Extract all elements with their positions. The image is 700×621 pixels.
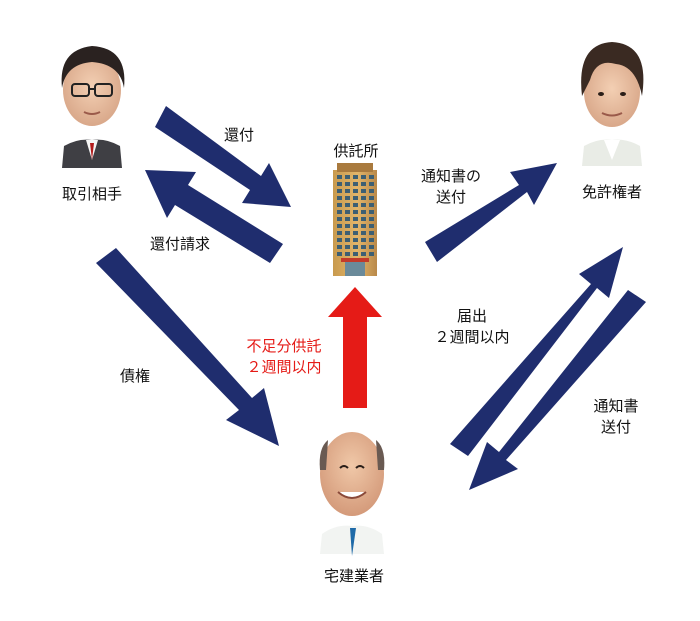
- building-window: [337, 252, 342, 256]
- arrow-notice-to-broker: [469, 290, 646, 490]
- edge-label-notice: 通知書 送付: [580, 396, 652, 438]
- building-window: [369, 245, 374, 249]
- edge-label-notice-send: 通知書の 送付: [408, 166, 494, 208]
- edge-label-report-line2: ２週間以内: [434, 328, 510, 346]
- building-window: [345, 182, 350, 186]
- building-window: [337, 210, 342, 214]
- edge-label-shortfall-line2: ２週間以内: [246, 358, 322, 376]
- building-window: [369, 182, 374, 186]
- building-window: [369, 238, 374, 242]
- building-window: [353, 252, 358, 256]
- building-window: [369, 252, 374, 256]
- building-window: [353, 196, 358, 200]
- building-window: [361, 245, 366, 249]
- building-window: [369, 196, 374, 200]
- arrow-notice-to-licensor: [425, 163, 557, 262]
- building-window: [345, 238, 350, 242]
- building-window: [345, 231, 350, 235]
- building-window: [337, 217, 342, 221]
- arrow-shortfall-deposit: [328, 287, 382, 408]
- building-window: [369, 224, 374, 228]
- building-window: [345, 210, 350, 214]
- building-window: [337, 182, 342, 186]
- building-window: [337, 196, 342, 200]
- building-window: [361, 231, 366, 235]
- building-window: [361, 210, 366, 214]
- building-window: [369, 210, 374, 214]
- edge-label-refund-request: 還付請求: [150, 235, 211, 253]
- licensor-avatar: [581, 42, 644, 166]
- building-window: [353, 182, 358, 186]
- building-window: [353, 210, 358, 214]
- building-window: [345, 203, 350, 207]
- building-window: [345, 252, 350, 256]
- deposit-office-building-icon: [333, 163, 377, 276]
- building-window: [361, 238, 366, 242]
- building-window: [353, 238, 358, 242]
- building-window: [361, 182, 366, 186]
- building-window: [353, 189, 358, 193]
- building-window: [345, 217, 350, 221]
- edge-label-notice-line1: 通知書: [593, 397, 639, 415]
- building-window: [345, 175, 350, 179]
- building-window: [369, 231, 374, 235]
- edge-label-shortfall-deposit: 不足分供託 ２週間以内: [232, 336, 336, 378]
- arrow-refund: [155, 106, 291, 207]
- building-window: [353, 175, 358, 179]
- building-window: [353, 224, 358, 228]
- building-window: [369, 217, 374, 221]
- edge-label-refund: 還付: [224, 126, 255, 144]
- building-window: [361, 217, 366, 221]
- edge-label-notice-send-line2: 送付: [435, 188, 466, 206]
- arrow-refund-request: [145, 170, 283, 263]
- broker-avatar: [319, 432, 385, 556]
- building-window: [337, 231, 342, 235]
- counterparty-avatar: [61, 46, 125, 168]
- building-window: [353, 231, 358, 235]
- building-window: [361, 196, 366, 200]
- building-window: [345, 196, 350, 200]
- edge-label-notice-line2: 送付: [600, 418, 631, 436]
- node-label-broker: 宅建業者: [323, 567, 384, 585]
- edge-label-report-line1: 届出: [456, 307, 487, 325]
- node-label-licensor: 免許権者: [581, 183, 642, 201]
- building-window: [345, 224, 350, 228]
- building-window: [345, 245, 350, 249]
- building-window: [369, 203, 374, 207]
- edge-label-report: 届出 ２週間以内: [422, 306, 522, 348]
- building-window: [353, 245, 358, 249]
- node-label-counterparty: 取引相手: [61, 185, 122, 203]
- building-window: [337, 203, 342, 207]
- building-window: [337, 189, 342, 193]
- building-window: [337, 175, 342, 179]
- building-window: [337, 224, 342, 228]
- building-window: [353, 217, 358, 221]
- building-window: [337, 238, 342, 242]
- arrow-report: [450, 247, 623, 456]
- building-window: [369, 175, 374, 179]
- building-window: [361, 252, 366, 256]
- building-window: [361, 203, 366, 207]
- edge-label-notice-send-line1: 通知書の: [420, 167, 481, 185]
- building-window: [353, 203, 358, 207]
- edge-label-claim: 債権: [120, 367, 151, 385]
- building-window: [337, 245, 342, 249]
- building-window: [361, 224, 366, 228]
- edge-label-shortfall-line1: 不足分供託: [246, 337, 322, 355]
- building-window: [345, 189, 350, 193]
- building-window: [369, 189, 374, 193]
- building-window: [361, 189, 366, 193]
- node-label-deposit-office: 供託所: [333, 142, 379, 160]
- building-window: [361, 175, 366, 179]
- arrow-claim: [96, 248, 279, 446]
